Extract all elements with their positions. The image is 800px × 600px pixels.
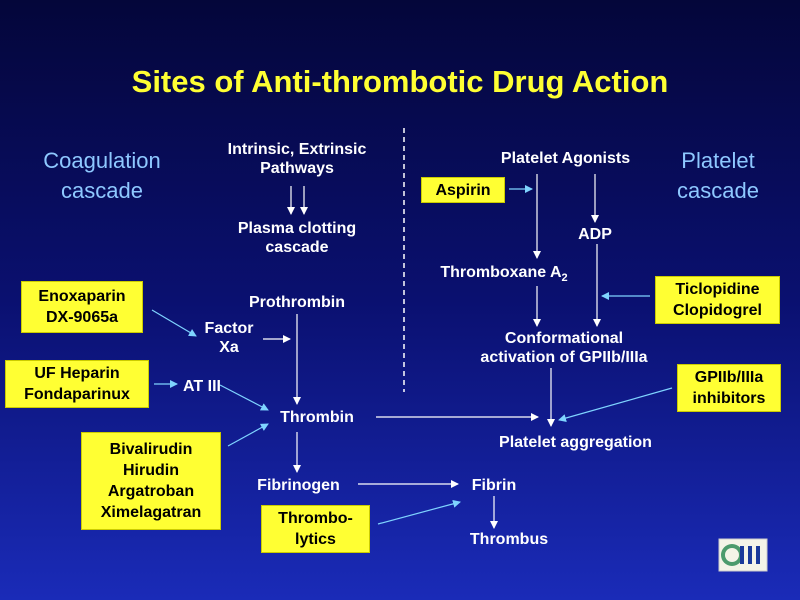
- node-thromboxane-subscript: 2: [561, 272, 568, 285]
- node-factor-line-1: Factor: [204, 320, 254, 337]
- drug-ticlopidine-line-1: Ticlopidine: [675, 281, 760, 298]
- node-pathways: Intrinsic, Extrinsic Pathways: [197, 140, 397, 178]
- drug-box-heparin: UF Heparin Fondaparinux: [5, 360, 149, 408]
- node-prothrombin: Prothrombin: [249, 294, 345, 311]
- arrow-bivalirudin: [227, 423, 269, 447]
- drug-box-gp-inhibitors: GPIIb/IIIa inhibitors: [677, 364, 781, 412]
- drug-box-ticlopidine: Ticlopidine Clopidogrel: [655, 276, 780, 324]
- coagulation-header-line-1: Coagulation: [43, 148, 161, 173]
- arrow-gp-inhibitors: [558, 387, 673, 422]
- drug-bivalirudin-line-1: Bivalirudin: [109, 441, 193, 458]
- node-platelet-agonists: Platelet Agonists: [500, 150, 631, 167]
- drug-heparin-line-2: Fondaparinux: [24, 386, 130, 403]
- node-plasma-cascade: Plasma clotting cascade: [207, 219, 387, 257]
- node-thrombus: Thrombus: [469, 531, 549, 548]
- arrow-thrombolytics: [377, 499, 461, 525]
- node-fibrinogen: Fibrinogen: [257, 477, 340, 494]
- drug-box-enoxaparin: Enoxaparin DX-9065a: [21, 281, 143, 333]
- cri-logo: [718, 538, 768, 572]
- node-factor-xa: Factor Xa: [194, 319, 264, 357]
- node-conformational-line-2: activation of GPIIb/IIIa: [480, 349, 648, 366]
- drug-enoxaparin-line-2: DX-9065a: [45, 309, 119, 326]
- platelet-header-line-1: Platelet: [681, 148, 755, 173]
- node-thromboxane-label: Thromboxane A: [440, 264, 562, 281]
- node-fibrin: Fibrin: [471, 477, 517, 494]
- node-pathways-line-2: Pathways: [260, 160, 334, 177]
- drug-bivalirudin-line-4: Ximelagatran: [100, 504, 202, 521]
- arrow-enoxaparin: [151, 309, 197, 337]
- node-thrombin: Thrombin: [280, 409, 354, 426]
- node-conformational: Conformational activation of GPIIb/IIIa: [450, 329, 678, 367]
- node-pathways-line-1: Intrinsic, Extrinsic: [227, 141, 367, 158]
- drug-enoxaparin-line-1: Enoxaparin: [38, 288, 126, 305]
- node-platelet-aggregation: Platelet aggregation: [499, 434, 652, 451]
- drug-thrombolytics-line-1: Thrombo-: [278, 510, 353, 527]
- arrow-at3: [219, 384, 269, 411]
- drug-heparin-line-1: UF Heparin: [34, 365, 120, 382]
- slide-title: Sites of Anti-thrombotic Drug Action: [131, 64, 669, 99]
- cri-logo-icon: [718, 538, 768, 572]
- node-adp: ADP: [578, 226, 612, 243]
- platelet-cascade-header: Platelet cascade: [648, 146, 788, 206]
- drug-gp-line-2: inhibitors: [692, 390, 766, 407]
- platelet-header-line-2: cascade: [677, 178, 759, 203]
- drug-box-aspirin: Aspirin: [421, 177, 505, 203]
- coagulation-cascade-header: Coagulation cascade: [22, 146, 182, 206]
- node-factor-line-2: Xa: [219, 339, 239, 356]
- drug-bivalirudin-line-2: Hirudin: [123, 462, 179, 479]
- drug-gp-line-1: GPIIb/IIIa: [694, 369, 764, 386]
- node-thromboxane: Thromboxane A2: [419, 263, 589, 288]
- drug-bivalirudin-line-3: Argatroban: [107, 483, 195, 500]
- node-plasma-line-2: cascade: [265, 239, 329, 256]
- node-plasma-line-1: Plasma clotting: [237, 220, 357, 237]
- drug-ticlopidine-line-2: Clopidogrel: [673, 302, 762, 319]
- node-at3: AT III: [183, 378, 221, 395]
- drug-box-bivalirudin: Bivalirudin Hirudin Argatroban Ximelagat…: [81, 432, 221, 530]
- drug-thrombolytics-line-2: lytics: [295, 531, 336, 548]
- node-conformational-line-1: Conformational: [504, 330, 624, 347]
- drug-box-thrombolytics: Thrombo- lytics: [261, 505, 370, 553]
- coagulation-header-line-2: cascade: [61, 178, 143, 203]
